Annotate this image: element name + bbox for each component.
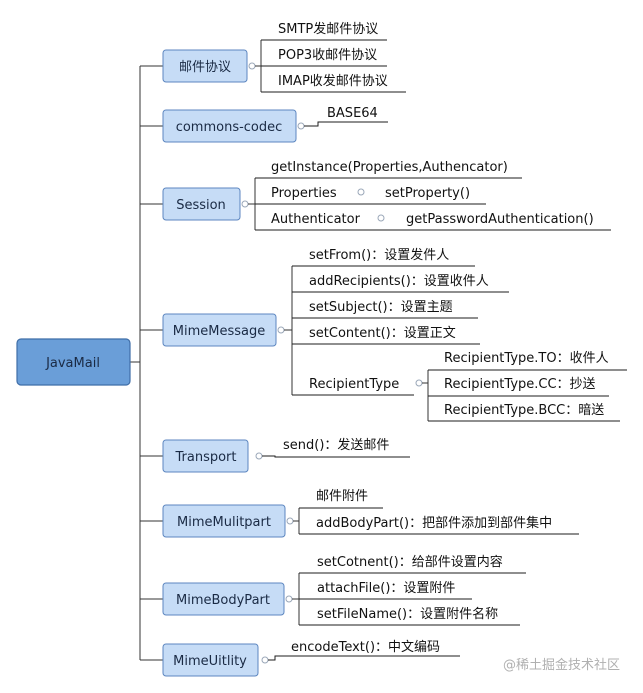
leaf-recipienttype: RecipientType — [309, 377, 399, 392]
branch-mimebodypart[interactable]: MimeBodyPart — [162, 582, 285, 616]
branch-transport[interactable]: Transport — [162, 439, 249, 473]
branch-label: Transport — [174, 450, 236, 465]
branch-mimeuitlity[interactable]: MimeUitlity — [162, 643, 259, 677]
branch-label: MimeUitlity — [173, 654, 247, 669]
leaf-base64: BASE64 — [327, 106, 378, 121]
branch-mimemessage[interactable]: MimeMessage — [162, 313, 277, 347]
leaf-smtp: SMTP发邮件协议 — [278, 21, 378, 37]
leaf-setsubject: setSubject()：设置主题 — [309, 300, 453, 315]
collapse-toggle[interactable] — [277, 326, 285, 334]
collapse-toggle[interactable] — [297, 122, 305, 130]
collapse-toggle[interactable] — [248, 62, 256, 70]
leaf-setproperty: setProperty() — [385, 186, 470, 201]
leaf-encodetext: encodeText()：中文编码 — [291, 640, 440, 655]
collapse-toggle[interactable] — [255, 452, 263, 460]
leaf-imap: IMAP收发邮件协议 — [278, 73, 388, 89]
root-node[interactable]: JavaMail — [16, 338, 131, 386]
branch-label: MimeBodyPart — [176, 593, 270, 608]
leaf-addbodypart: addBodyPart()：把部件添加到部件集中 — [316, 515, 552, 531]
branch-mimemulitpart[interactable]: MimeMulitpart — [162, 504, 286, 538]
branch-label: 邮件协议 — [179, 60, 231, 75]
leaf-attachfile: attachFile()：设置附件 — [317, 581, 455, 596]
branch-mail-protocol[interactable]: 邮件协议 — [162, 49, 248, 83]
leaf-addrecipients: addRecipients()：设置收件人 — [309, 274, 489, 289]
watermark: @稀土掘金技术社区 — [503, 657, 620, 673]
collapse-toggle[interactable] — [241, 200, 249, 208]
branch-label: Session — [176, 198, 226, 213]
collapse-toggle[interactable] — [261, 656, 269, 664]
leaf-properties: Properties — [271, 186, 337, 201]
branch-label: MimeMessage — [173, 324, 265, 339]
leaf-recipient-cc: RecipientType.CC：抄送 — [444, 377, 596, 392]
branch-commons-codec[interactable]: commons-codec — [162, 109, 297, 143]
leaf-setcontent: setContent()：设置正文 — [309, 326, 456, 341]
collapse-toggle[interactable] — [377, 214, 385, 222]
leaf-recipient-to: RecipientType.TO：收件人 — [444, 351, 609, 366]
collapse-toggle[interactable] — [285, 595, 293, 603]
leaf-recipient-bcc: RecipientType.BCC：暗送 — [444, 403, 604, 418]
leaf-pop3: POP3收邮件协议 — [278, 48, 377, 63]
collapse-toggle[interactable] — [415, 379, 423, 387]
root-label: JavaMail — [45, 356, 100, 371]
leaf-authenticator: Authenticator — [271, 212, 361, 227]
leaf-getinstance: getInstance(Properties,Authencator) — [271, 160, 508, 175]
collapse-toggle[interactable] — [286, 517, 294, 525]
branch-session[interactable]: Session — [162, 187, 241, 221]
leaf-setfilename: setFileName()：设置附件名称 — [317, 606, 498, 622]
branch-label: commons-codec — [176, 120, 283, 135]
leaf-setcotnent: setCotnent()：给部件设置内容 — [317, 554, 503, 570]
leaf-getpasswordauthentication: getPasswordAuthentication() — [406, 212, 594, 227]
collapse-toggle[interactable] — [357, 188, 365, 196]
leaf-send: send()：发送邮件 — [283, 437, 389, 453]
branch-label: MimeMulitpart — [177, 515, 271, 530]
leaf-setfrom: setFrom()：设置发件人 — [309, 247, 449, 263]
leaf-attachment: 邮件附件 — [316, 489, 368, 504]
root-connector — [130, 65, 163, 661]
